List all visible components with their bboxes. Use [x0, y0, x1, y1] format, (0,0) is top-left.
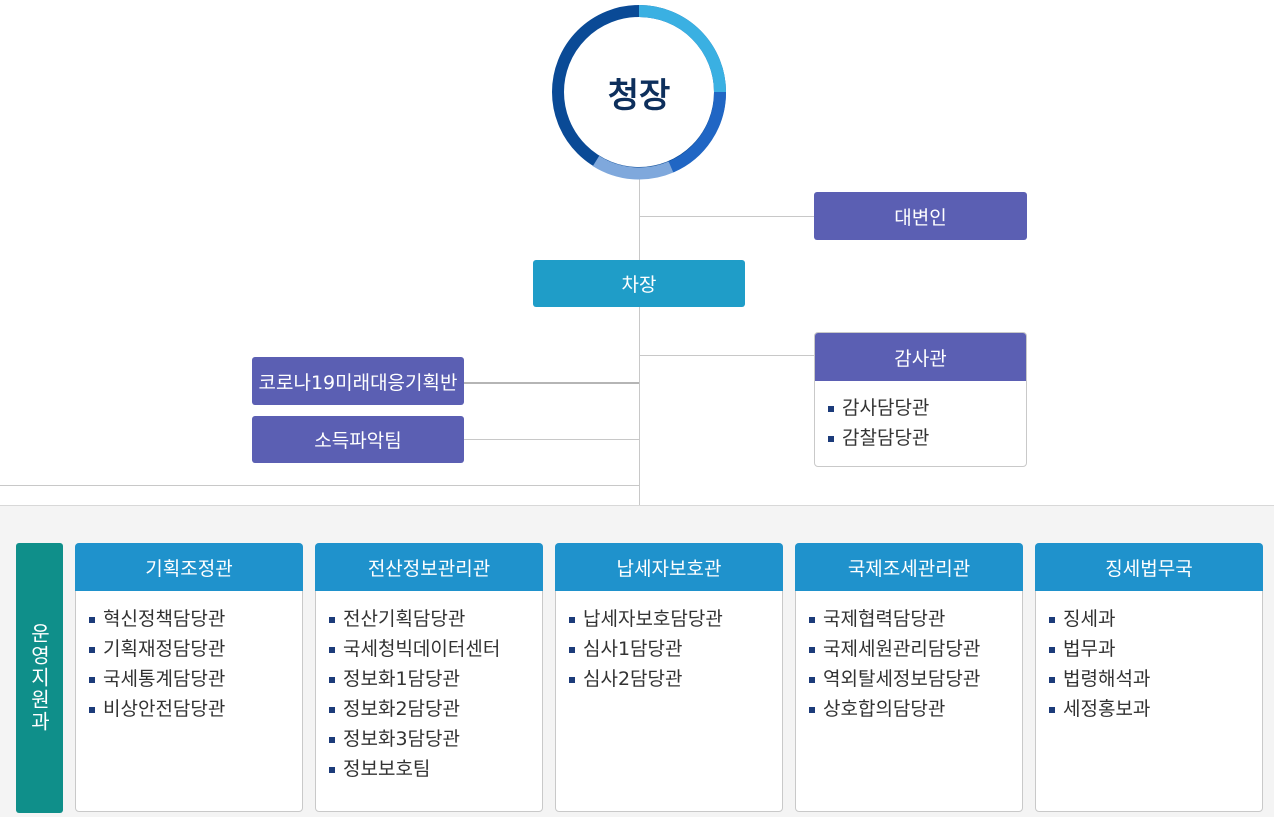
list-item[interactable]: 상호합의담당관 — [809, 694, 980, 724]
audit-connector — [640, 355, 814, 356]
income-team-box[interactable]: 소득파악팀 — [252, 416, 464, 463]
support-unit-label: 운영지원과 — [27, 623, 51, 733]
covid-team-box[interactable]: 코로나19미래대응기획반 — [252, 357, 464, 405]
list-item[interactable]: 감찰담당관 — [828, 423, 929, 453]
dept-international: 국제조세관리관 국제협력담당관 국제세원관리담당관 역외탈세정보담당관 상호합의… — [795, 543, 1023, 812]
audit-group: 감사관 감사담당관 감찰담당관 — [814, 332, 1027, 467]
spokesperson-connector — [640, 216, 814, 217]
list-item[interactable]: 정보화2담당관 — [329, 694, 500, 724]
trunk-line — [639, 178, 640, 505]
list-item[interactable]: 심사2담당관 — [569, 664, 723, 694]
dept-header[interactable]: 징세법무국 — [1035, 543, 1263, 591]
income-connector — [464, 439, 639, 440]
commissioner-label: 청장 — [607, 75, 671, 116]
list-item[interactable]: 혁신정책담당관 — [89, 604, 225, 634]
list-item[interactable]: 정보화1담당관 — [329, 664, 500, 694]
support-unit-box[interactable]: 운영지원과 — [16, 543, 63, 813]
list-item[interactable]: 비상안전담당관 — [89, 694, 225, 724]
list-item[interactable]: 심사1담당관 — [569, 634, 723, 664]
list-item[interactable]: 국제협력담당관 — [809, 604, 980, 634]
list-item[interactable]: 법령해석과 — [1049, 664, 1150, 694]
dept-list: 혁신정책담당관 기획재정담당관 국세통계담당관 비상안전담당관 — [89, 604, 225, 724]
dept-it: 전산정보관리관 전산기획담당관 국세청빅데이터센터 정보화1담당관 정보화2담당… — [315, 543, 543, 812]
list-item[interactable]: 세정홍보과 — [1049, 694, 1150, 724]
audit-header[interactable]: 감사관 — [815, 333, 1026, 381]
list-item[interactable]: 국제세원관리담당관 — [809, 634, 980, 664]
dept-list: 전산기획담당관 국세청빅데이터센터 정보화1담당관 정보화2담당관 정보화3담당… — [329, 604, 500, 784]
dept-header[interactable]: 전산정보관리관 — [315, 543, 543, 591]
dept-planning: 기획조정관 혁신정책담당관 기획재정담당관 국세통계담당관 비상안전담당관 — [75, 543, 303, 812]
dept-header[interactable]: 국제조세관리관 — [795, 543, 1023, 591]
list-item[interactable]: 기획재정담당관 — [89, 634, 225, 664]
dept-header[interactable]: 기획조정관 — [75, 543, 303, 591]
list-item[interactable]: 역외탈세정보담당관 — [809, 664, 980, 694]
list-item[interactable]: 법무과 — [1049, 634, 1150, 664]
dept-list: 징세과 법무과 법령해석과 세정홍보과 — [1049, 604, 1150, 724]
audit-list: 감사담당관 감찰담당관 — [828, 393, 929, 453]
list-item[interactable]: 국세통계담당관 — [89, 664, 225, 694]
dept-header[interactable]: 납세자보호관 — [555, 543, 783, 591]
dept-list: 납세자보호담당관 심사1담당관 심사2담당관 — [569, 604, 723, 694]
left-branch-line — [0, 485, 639, 486]
list-item[interactable]: 전산기획담당관 — [329, 604, 500, 634]
list-item[interactable]: 정보보호팀 — [329, 754, 500, 784]
dept-list: 국제협력담당관 국제세원관리담당관 역외탈세정보담당관 상호합의담당관 — [809, 604, 980, 724]
spokesperson-box[interactable]: 대변인 — [814, 192, 1027, 240]
dept-taxpayer: 납세자보호관 납세자보호담당관 심사1담당관 심사2담당관 — [555, 543, 783, 812]
list-item[interactable]: 감사담당관 — [828, 393, 929, 423]
commissioner-node[interactable]: 청장 — [551, 4, 727, 180]
ring-graphic — [552, 5, 727, 180]
list-item[interactable]: 징세과 — [1049, 604, 1150, 634]
dept-collection-legal: 징세법무국 징세과 법무과 법령해석과 세정홍보과 — [1035, 543, 1263, 812]
vice-commissioner-box[interactable]: 차장 — [533, 260, 745, 307]
list-item[interactable]: 정보화3담당관 — [329, 724, 500, 754]
list-item[interactable]: 납세자보호담당관 — [569, 604, 723, 634]
covid-connector — [464, 382, 639, 384]
list-item[interactable]: 국세청빅데이터센터 — [329, 634, 500, 664]
